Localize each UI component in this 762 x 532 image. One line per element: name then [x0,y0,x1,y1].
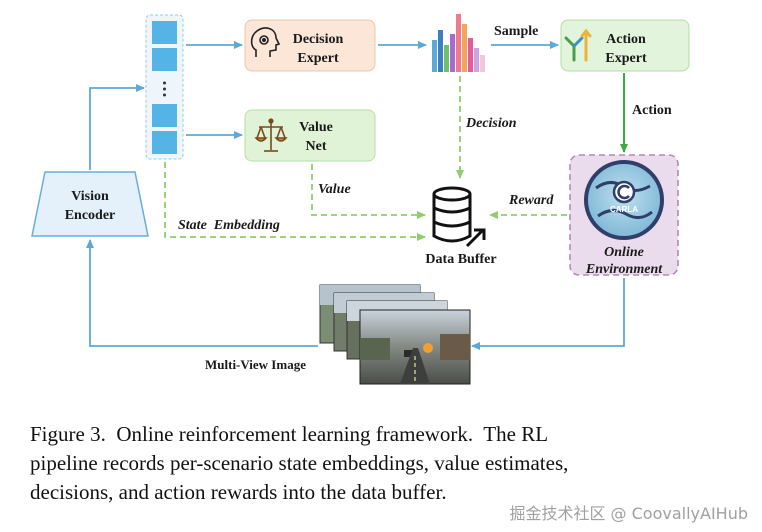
embedding-cell [152,21,177,44]
scales-icon [254,118,288,152]
carla-globe-icon: CARLA [584,160,664,240]
embedding-cell [152,48,177,71]
value-net-label-line2: Net [306,139,327,154]
action-edge-label: Action [632,103,672,118]
value-net-node: Value Net [244,109,376,162]
brain-head-icon [250,27,281,57]
sample-edge-label: Sample [494,24,538,39]
vision-encoder-node: Vision Encoder [31,171,149,237]
ellipsis-dot [163,87,166,91]
camera-view-image [359,309,471,385]
buffer-write-arrows [164,76,567,241]
embedding-cell [152,131,177,154]
action-expert-node: Action Expert [560,19,690,72]
carla-logo-text: CARLA [610,205,638,214]
caption-line: pipeline records per-scenario state embe… [30,451,569,475]
decision-edge-label: Decision [465,116,517,131]
action-expert-label-line2: Expert [605,51,647,66]
online-environment-node: CARLA Online Environment [569,154,679,277]
multi-view-image-stack: Multi-View Image [205,284,471,385]
environment-to-images-arrow [471,278,625,350]
decision-expert-node: Decision Expert [244,19,376,72]
encoder-to-embedding-arrow [89,84,145,170]
state-embedding-to-buffer-arrow [164,162,426,241]
branching-arrows-icon [564,28,592,62]
decision-distribution-icon [432,14,485,72]
watermark: 掘金技术社区 @ CoovallyAIHub [509,504,748,523]
rl-framework-diagram: Vision Encoder Decision Expert [31,14,690,385]
online-environment-label-line1: Online [604,245,644,260]
decision-expert-label-line1: Decision [293,32,344,47]
ellipsis-dot [163,81,166,85]
value-edge-label: Value [318,182,351,197]
data-buffer-node: Data Buffer [425,186,497,267]
figure-caption: Figure 3. Online reinforcement learning … [30,420,730,507]
online-environment-label-line2: Environment [585,262,663,277]
blue-flow-arrows [86,41,625,350]
multi-view-image-label: Multi-View Image [205,357,306,372]
decision-expert-label-line2: Expert [297,51,339,66]
vision-encoder-label-line2: Encoder [65,208,116,223]
state-embedding-vector [145,14,184,160]
caption-line: decisions, and action rewards into the d… [30,480,447,504]
value-to-buffer-arrow [311,164,426,219]
value-net-label-line1: Value [299,120,333,135]
reward-edge-label: Reward [508,193,554,208]
database-icon [432,186,486,248]
embedding-cell [152,104,177,127]
state-embedding-edge-label: State Embedding [178,218,280,233]
action-expert-label-line1: Action [606,32,646,47]
ellipsis-dot [163,93,166,97]
data-buffer-label: Data Buffer [425,252,496,267]
caption-line: Figure 3. Online reinforcement learning … [30,422,549,446]
images-to-encoder-arrow [86,239,318,347]
vision-encoder-label-line1: Vision [71,189,109,204]
